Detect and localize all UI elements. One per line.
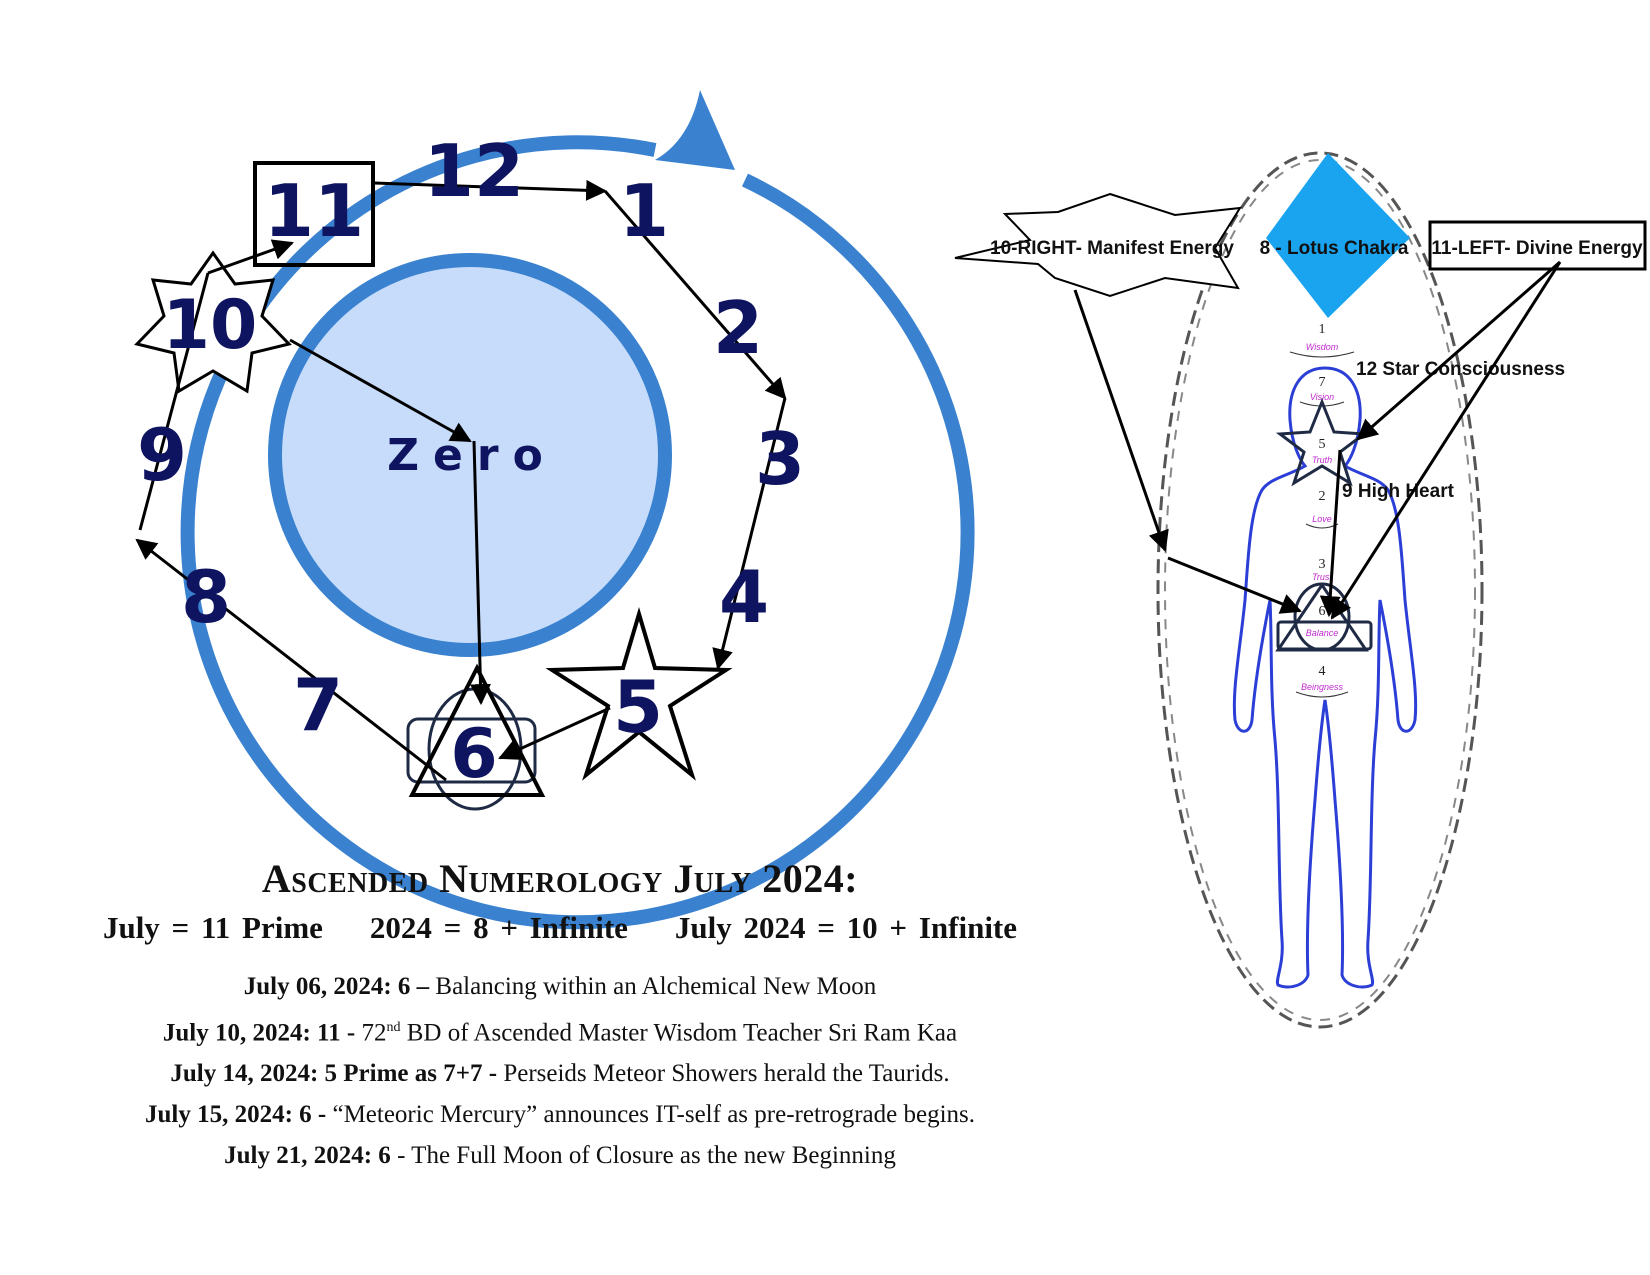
wheel-arrows <box>135 179 787 782</box>
divine-energy-box <box>1428 220 1647 271</box>
wheel-number-11: 11 <box>264 169 364 253</box>
event-line: July 15, 2024: 6 - “Meteoric Mercury” an… <box>144 1101 976 1129</box>
event-line: July 14, 2024: 5 Prime as 7+7 - Perseids… <box>170 1060 950 1088</box>
label-high-heart: 9 High Heart <box>1342 481 1455 502</box>
chakra-word-trust: Trust <box>1312 572 1332 582</box>
wheel-numbers: 1 2 3 4 5 6 7 8 9 10 11 12 <box>137 129 805 794</box>
label-right-manifest-energy: 10-RIGHT- Manifest Energy <box>990 238 1234 259</box>
chakra-num-7: 7 <box>1319 375 1326 390</box>
chakra-word-beingness: Beingness <box>1301 682 1344 692</box>
caption-title: Ascended Numerology July 2024: <box>261 856 859 901</box>
aura-dashed-oval-outer <box>1156 151 1484 1029</box>
manifest-energy-star-shape <box>954 192 1242 298</box>
event-line: July 21, 2024: 6 - The Full Moon of Clos… <box>224 1142 896 1170</box>
zero-label: Zero <box>387 430 557 481</box>
chakra-num-3: 3 <box>1319 557 1326 572</box>
wheel-number-9: 9 <box>137 413 187 497</box>
throat-star-icon <box>1275 397 1369 487</box>
label-lotus-chakra: 8 - Lotus Chakra <box>1260 238 1409 259</box>
chakra-num-1: 1 <box>1319 322 1326 337</box>
wheel-number-7: 7 <box>293 663 343 747</box>
wheel-number-12: 12 <box>424 129 524 213</box>
body-chakra-chart: 1 Wisdom 7 Vision 5 Truth 2 Love 3 Trust… <box>954 151 1647 1029</box>
aura-dashed-oval-inner <box>1164 159 1476 1021</box>
chakra-num-5: 5 <box>1319 437 1326 452</box>
chakra-word-vision: Vision <box>1310 392 1334 402</box>
wheel-number-4: 4 <box>719 555 769 639</box>
chakra-num-2: 2 <box>1319 489 1326 504</box>
wheel-number-8: 8 <box>181 555 231 639</box>
human-body-outline <box>1232 366 1418 989</box>
chakra-word-wisdom: Wisdom <box>1306 342 1339 352</box>
wheel-number-5: 5 <box>613 665 663 749</box>
star-10-icon <box>134 250 292 394</box>
event-line: July 06, 2024: 6 – Balancing within an A… <box>243 973 877 1000</box>
chakra-num-4: 4 <box>1319 664 1326 679</box>
event-line: July 10, 2024: 11 - 72nd BD of Ascended … <box>162 1019 958 1047</box>
chakra-num-6: 6 <box>1319 604 1326 619</box>
inner-zero-circle <box>268 253 672 657</box>
wheel-number-10: 10 <box>163 286 258 365</box>
caption-subtitle: July = 11 Prime 2024 = 8 + Infinite July… <box>102 910 1018 945</box>
label-left-divine-energy: 11-LEFT- Divine Energy <box>1431 238 1643 259</box>
wheel-number-1: 1 <box>619 169 669 253</box>
energy-arrows <box>1073 260 1562 620</box>
ring-arrowhead-icon <box>655 90 735 170</box>
chakra-word-balance: Balance <box>1306 628 1339 638</box>
numerology-wheel: Zero 1 2 3 4 5 6 <box>134 90 975 930</box>
label-star-consciousness: 12 Star Consciousness <box>1356 359 1565 380</box>
lotus-chakra-diamond <box>1266 153 1410 318</box>
wheel-number-6: 6 <box>450 715 497 794</box>
caption-block: Ascended Numerology July 2024: July = 11… <box>60 855 1060 1176</box>
chakra-word-truth: Truth <box>1312 455 1332 465</box>
square-11 <box>253 161 375 267</box>
chakra-word-love: Love <box>1312 514 1332 524</box>
wheel-number-2: 2 <box>713 286 763 370</box>
star-5-icon <box>545 606 733 781</box>
outer-ring <box>180 135 975 930</box>
wheel-number-3: 3 <box>755 417 805 501</box>
